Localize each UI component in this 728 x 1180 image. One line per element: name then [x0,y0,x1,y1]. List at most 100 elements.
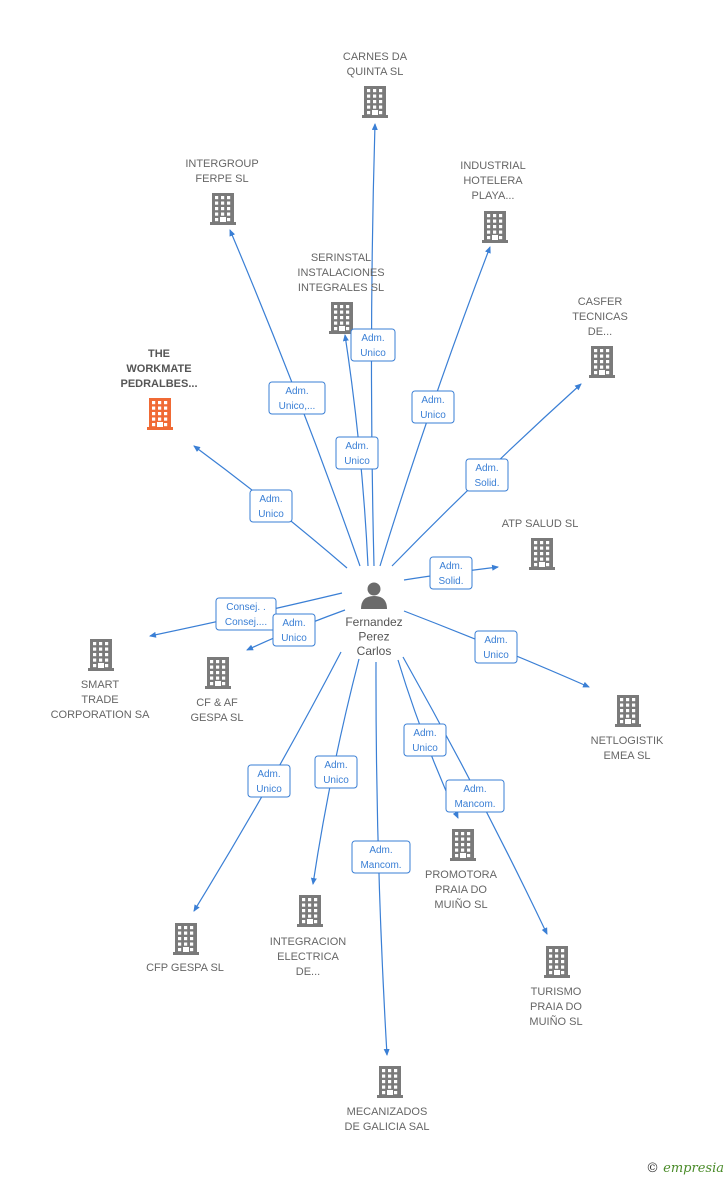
node-label-line: NETLOGISTIK [591,735,664,747]
node-label-line: INTEGRACION [270,936,346,948]
relation-label-line: Mancom. [454,799,495,810]
relation-label-line: Unico [281,633,307,644]
node-label-line: PRAIA DO [435,884,487,896]
building-icon [377,1066,403,1098]
node-label-line: SERINSTAL [311,252,371,264]
center-name-line: Perez [358,630,389,644]
node-casfer[interactable]: CASFERTECNICASDE... [572,296,628,378]
empresia-watermark: © empresia [646,1161,724,1176]
building-icon [589,346,615,378]
relation-label-line: Adm. [257,769,280,780]
relation-label-line: Unico [420,410,446,421]
node-label-line: MUIÑO SL [529,1015,582,1028]
building-icon [329,302,355,334]
node-label-line: CASFER [578,296,623,308]
building-icon [362,86,388,118]
node-label-line: INDUSTRIAL [460,160,525,172]
copyright-symbol: © [646,1161,660,1176]
relation-label-line: Adm. [282,618,305,629]
node-label-line: SMART [81,679,120,691]
node-label-line: ATP SALUD SL [502,518,579,530]
relation-label-intergroup[interactable]: Adm. Unico,... [268,381,326,415]
relation-label-line: Adm. [439,561,462,572]
relation-label-line: Unico [412,743,438,754]
center-name-line: Fernandez [345,615,402,629]
relation-label-line: Unico [256,784,282,795]
relation-label-integracion[interactable]: Adm.Unico [314,755,358,789]
relation-label-workmate[interactable]: Adm.Unico [249,489,293,523]
node-label-line: DE... [588,326,612,338]
node-label-line: CF & AF [196,697,238,709]
relation-label-turismo[interactable]: Adm.Mancom. [445,779,505,813]
relation-label-industrial[interactable]: Adm. Unico [411,390,455,424]
node-label-line: EMEA SL [603,750,650,762]
brand-name: mpresia [670,1161,724,1176]
relation-label-serinstal[interactable]: Adm. Unico [335,436,379,470]
relation-label-line: Adm. [285,386,308,397]
node-label-line: THE [148,348,170,360]
building-icon [529,538,555,570]
node-integracion[interactable]: INTEGRACION ELECTRICA DE... [270,895,346,978]
relation-label-line: Adm. [421,395,444,406]
building-icon [88,639,114,671]
relation-label-line: Adm. [361,333,384,344]
node-cfaf[interactable]: CF & AF GESPA SL [191,657,244,724]
building-icon [205,657,231,689]
node-label-line: GESPA SL [191,712,244,724]
node-atp[interactable]: ATP SALUD SL [502,518,579,570]
relation-label-mecanizados[interactable]: Adm.Mancom. [351,840,411,874]
relation-label-line: Unico,... [279,401,316,412]
relation-label-line: Adm. [324,760,347,771]
node-label-line: WORKMATE [126,363,191,375]
relation-label-line: Adm. [475,463,498,474]
relation-label-casfer[interactable]: Adm.Solid. [465,458,509,492]
node-label-line: DE GALICIA SAL [345,1121,430,1133]
building-icon [297,895,323,927]
relation-label-carnes[interactable]: Adm.Unico [350,328,396,362]
relation-label-atp[interactable]: Adm.Solid. [429,556,473,590]
node-workmate[interactable]: THE WORKMATE PEDRALBES... [120,348,198,430]
relation-label-line: Unico [258,509,284,520]
node-promotora[interactable]: PROMOTORA PRAIA DO MUIÑO SL [425,829,498,911]
building-icon [173,923,199,955]
relation-label-cfaf[interactable]: Adm. Unico [272,613,316,647]
relation-label-smart[interactable]: Consej. .Consej.... [215,597,277,631]
building-icon [544,946,570,978]
relation-label-netlogistik[interactable]: Adm.Unico [474,630,518,664]
relation-labels-layer: Adm.UnicoAdm.Unico,...Adm.UnicoAdm.Unico… [215,328,518,874]
node-label-line: ELECTRICA [277,951,339,963]
node-label-line: PROMOTORA [425,869,498,881]
node-label-line: DE... [296,966,320,978]
node-industrial[interactable]: INDUSTRIALHOTELERAPLAYA... [460,160,526,243]
relation-label-line: Adm. [369,845,392,856]
node-label-line: CORPORATION SA [51,709,150,721]
node-label-line: HOTELERA [463,175,523,187]
node-label-line: MUIÑO SL [434,898,487,911]
building-icon [210,193,236,225]
relation-label-cfp[interactable]: Adm. Unico [247,764,291,798]
brand-initial: e [663,1161,671,1176]
relation-label-line: Adm. [345,441,368,452]
relation-label-promotora[interactable]: Adm. Unico [403,723,447,757]
person-icon [361,582,387,609]
node-label-line: INSTALACIONES [297,267,384,279]
node-label-line: QUINTA SL [347,66,404,78]
node-label-line: PEDRALBES... [120,378,197,390]
relation-label-line: Consej. . [226,602,265,613]
node-netlogistik[interactable]: NETLOGISTIK EMEA SL [591,695,664,762]
node-label-line: FERPE SL [195,173,248,185]
node-cfp[interactable]: CFP GESPA SL [146,923,224,974]
building-icon [615,695,641,727]
building-icon [482,211,508,243]
relation-label-line: Adm. [413,728,436,739]
relation-label-line: Unico [344,456,370,467]
center-name-line: Carlos [357,644,392,658]
